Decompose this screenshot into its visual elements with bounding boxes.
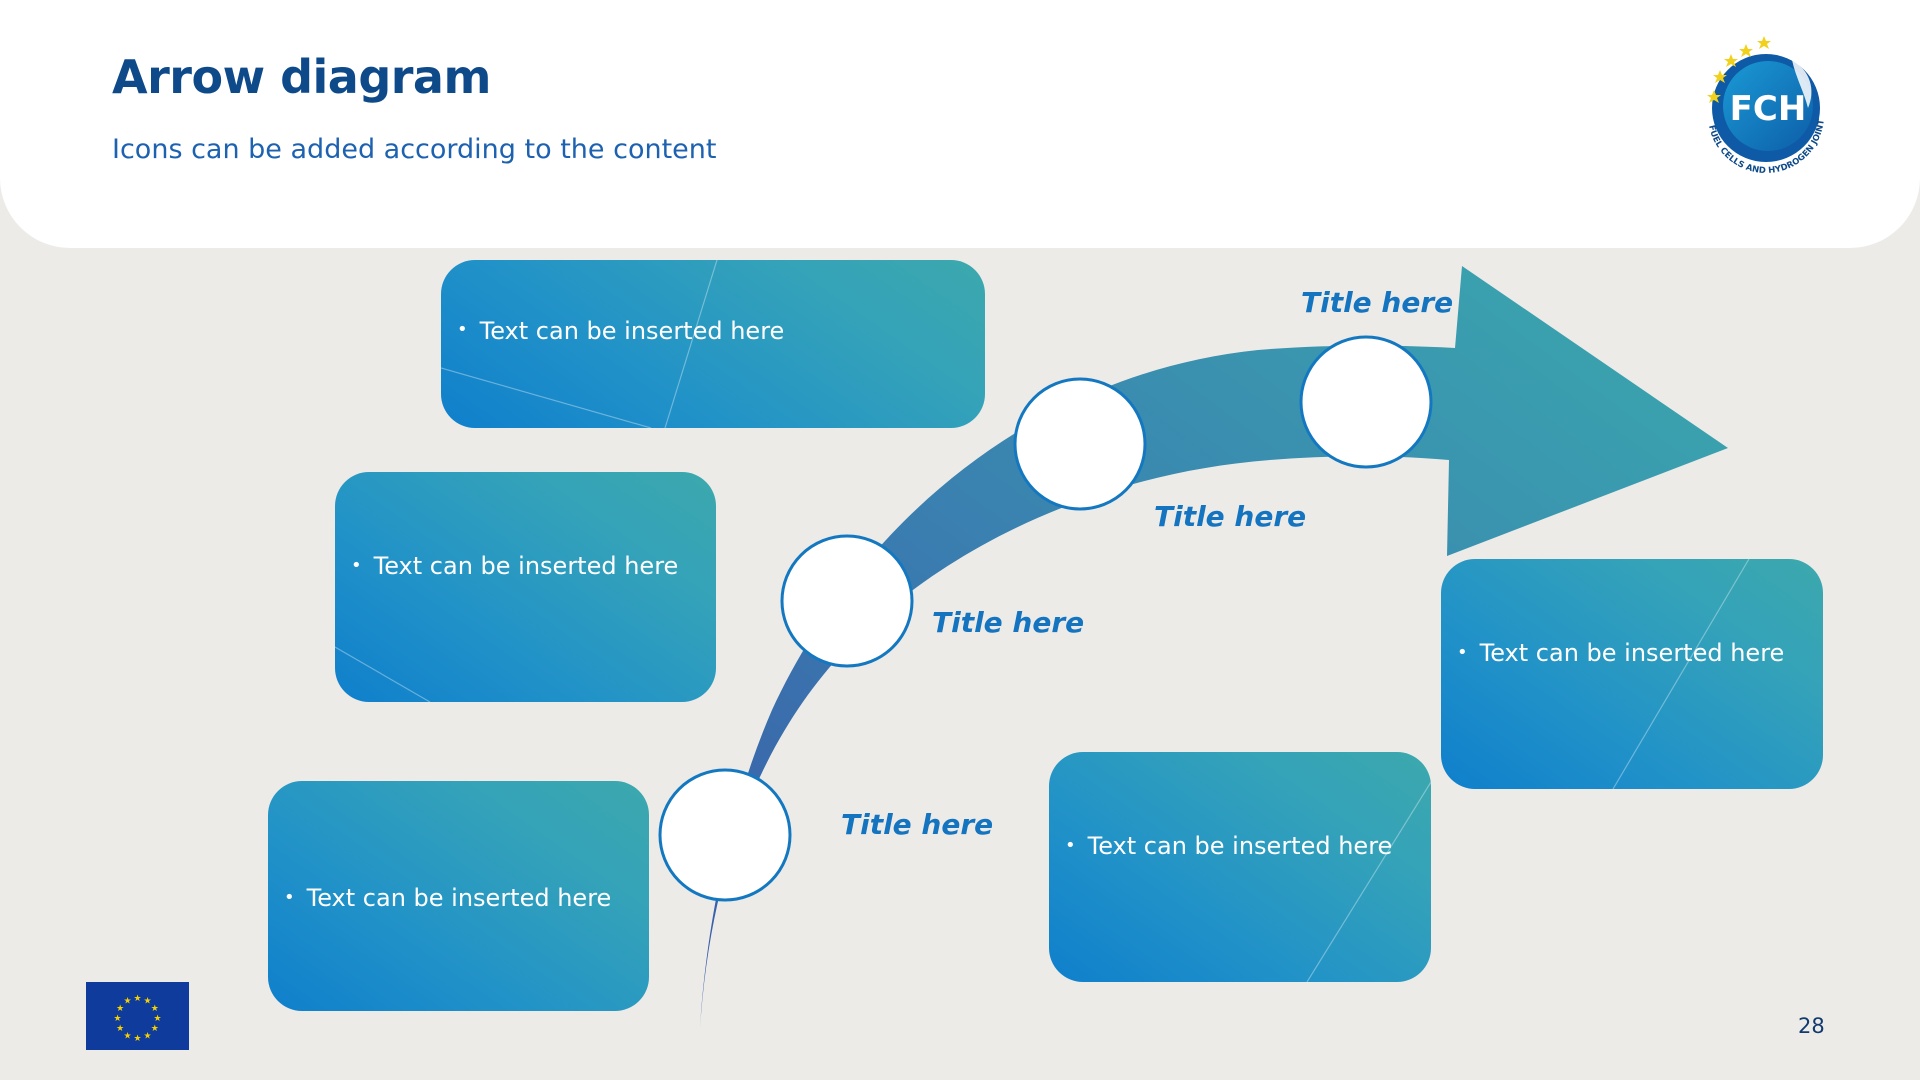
bullet-icon: • xyxy=(457,319,468,341)
logo-disc xyxy=(1723,61,1813,151)
star-icon xyxy=(1707,90,1721,103)
text-box-top: • Text can be inserted here xyxy=(441,260,985,428)
text-box-bottom-left: • Text can be inserted here xyxy=(268,781,649,1011)
box-text-bottom-center: • Text can be inserted here xyxy=(1065,832,1419,860)
star-icon xyxy=(1739,44,1753,57)
eu-stars: ★ ★ ★ ★ ★ ★ ★ ★ ★ ★ ★ ★ xyxy=(113,994,161,1044)
bullet-icon: • xyxy=(351,554,362,576)
svg-text:★: ★ xyxy=(143,1031,151,1041)
star-icon xyxy=(1724,54,1738,67)
box-facet xyxy=(1306,781,1431,982)
box-text-top: • Text can be inserted here xyxy=(457,317,973,345)
fch-logo: FCH FUEL CELLS AND HYDROGEN JOINT UNDERT… xyxy=(1688,30,1827,176)
step-title-4: Title here xyxy=(1301,286,1454,319)
curved-arrow xyxy=(700,266,1728,1028)
page-title: Arrow diagram xyxy=(112,50,491,104)
box-text-bottom-left: • Text can be inserted here xyxy=(284,884,637,912)
svg-text:★: ★ xyxy=(143,997,151,1007)
box-text-bottom-left-label: Text can be inserted here xyxy=(306,884,612,913)
text-box-middle-left: • Text can be inserted here xyxy=(335,472,716,702)
step-circle-2 xyxy=(780,534,914,668)
bullet-icon: • xyxy=(284,886,295,908)
svg-text:★: ★ xyxy=(153,1014,161,1024)
page-subtitle: Icons can be added according to the cont… xyxy=(112,134,717,165)
svg-text:★: ★ xyxy=(151,1024,159,1034)
step-circle-4 xyxy=(1299,335,1433,469)
bullet-icon: • xyxy=(1065,834,1076,856)
step-circle-3 xyxy=(1013,377,1147,511)
page-number: 28 xyxy=(1798,1014,1825,1038)
svg-text:★: ★ xyxy=(116,1004,124,1014)
box-facet xyxy=(1612,559,1750,789)
text-box-bottom-center: • Text can be inserted here xyxy=(1049,752,1431,982)
svg-text:★: ★ xyxy=(133,1034,141,1044)
box-text-top-label: Text can be inserted here xyxy=(479,316,785,345)
bullet-icon: • xyxy=(1457,641,1468,663)
svg-text:★: ★ xyxy=(123,1031,131,1041)
svg-text:★: ★ xyxy=(116,1024,124,1034)
step-title-1: Title here xyxy=(841,808,994,841)
star-icon xyxy=(1713,70,1727,83)
svg-text:★: ★ xyxy=(113,1014,121,1024)
header-panel xyxy=(0,0,1920,248)
svg-text:★: ★ xyxy=(123,997,131,1007)
star-icon xyxy=(1757,36,1771,49)
box-text-right-label: Text can be inserted here xyxy=(1479,639,1785,668)
step-title-2: Title here xyxy=(932,606,1085,639)
step-circle-1 xyxy=(658,768,792,902)
logo-swoosh xyxy=(1792,60,1812,108)
step-title-3: Title here xyxy=(1154,500,1307,533)
box-text-bottom-center-label: Text can be inserted here xyxy=(1087,832,1393,861)
svg-text:★: ★ xyxy=(133,994,141,1004)
logo-stars xyxy=(1707,36,1771,103)
box-text-right: • Text can be inserted here xyxy=(1457,639,1811,667)
text-box-right: • Text can be inserted here xyxy=(1441,559,1823,789)
eu-flag-icon: ★ ★ ★ ★ ★ ★ ★ ★ ★ ★ ★ ★ xyxy=(86,982,189,1050)
box-text-middle-left-label: Text can be inserted here xyxy=(373,552,679,581)
box-text-middle-left: • Text can be inserted here xyxy=(351,552,704,580)
logo-mark: FCH xyxy=(1730,89,1807,129)
box-facet xyxy=(335,646,431,702)
svg-text:★: ★ xyxy=(151,1004,159,1014)
